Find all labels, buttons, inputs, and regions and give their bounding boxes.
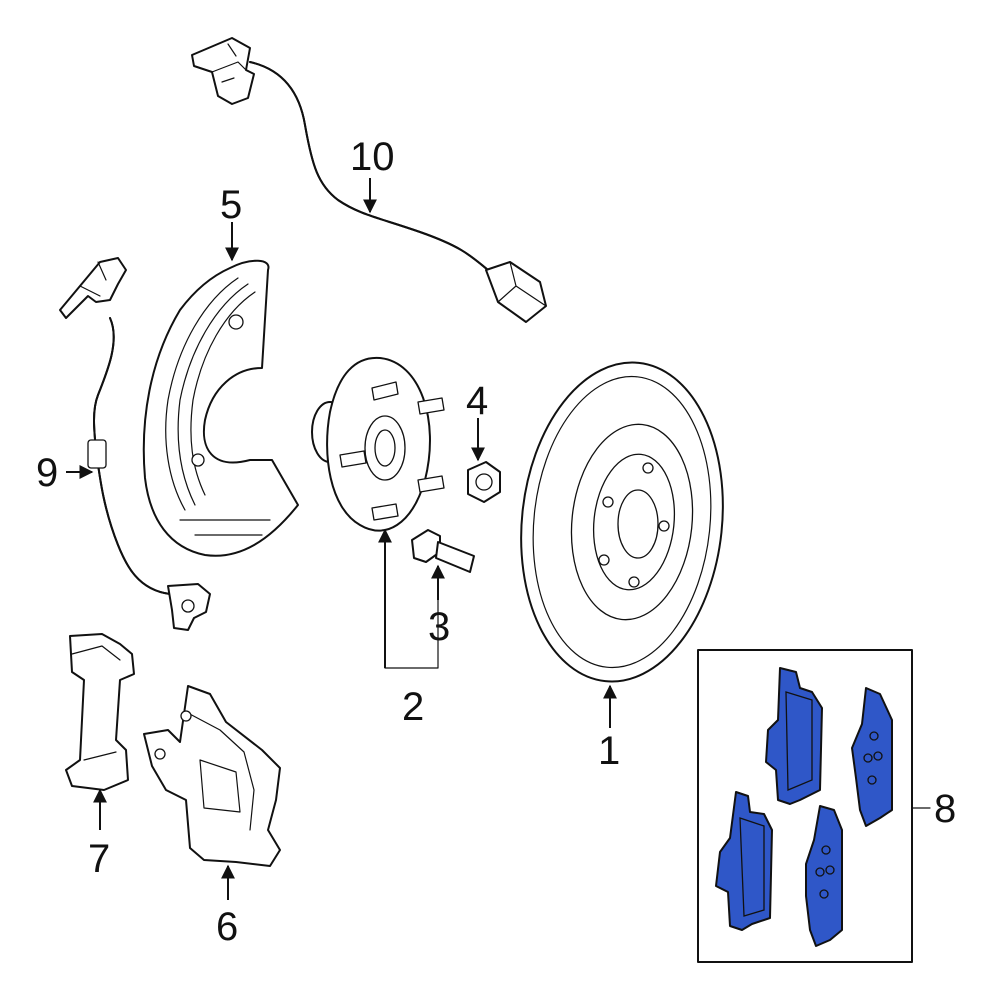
dust-shield-part [142,259,299,557]
pad-hole [863,753,873,763]
pad-hole [821,845,831,855]
pad-hole [873,751,883,761]
callout-label-1: 1 [598,729,620,773]
brake-hose-part [59,257,211,631]
outer-pad-bottom [805,805,843,947]
inner-pad-bottom [715,791,773,931]
callout-label-5: 5 [220,183,242,227]
callout-label-9: 9 [36,451,58,495]
pad-detail [739,817,765,917]
nut-part [467,461,501,503]
hub-part [311,356,445,532]
callout-label-6: 6 [216,905,238,949]
caliper-part [143,685,281,867]
pad-hole [819,889,829,899]
callout-label-10: 10 [350,135,395,179]
caliper-bracket-part [65,633,135,791]
callout-label-8: 8 [934,787,956,831]
pad-hole [825,865,835,875]
bolt-part [411,529,475,573]
pad-hole [867,775,877,785]
pads-group [715,667,893,947]
callouts: 10 5 9 4 3 2 1 7 6 8 [36,135,956,949]
callout-label-7: 7 [88,837,110,881]
pad-hole [815,867,825,877]
rotor-part [520,361,724,683]
callout-label-4: 4 [466,379,488,423]
pad-hole [869,731,879,741]
pad-detail [785,691,813,791]
wheel-speed-sensor-part [191,37,547,323]
callout-label-3: 3 [428,605,450,649]
callout-label-2: 2 [402,685,424,729]
inner-pad-top [765,667,823,805]
brake-pads-part [697,649,913,963]
